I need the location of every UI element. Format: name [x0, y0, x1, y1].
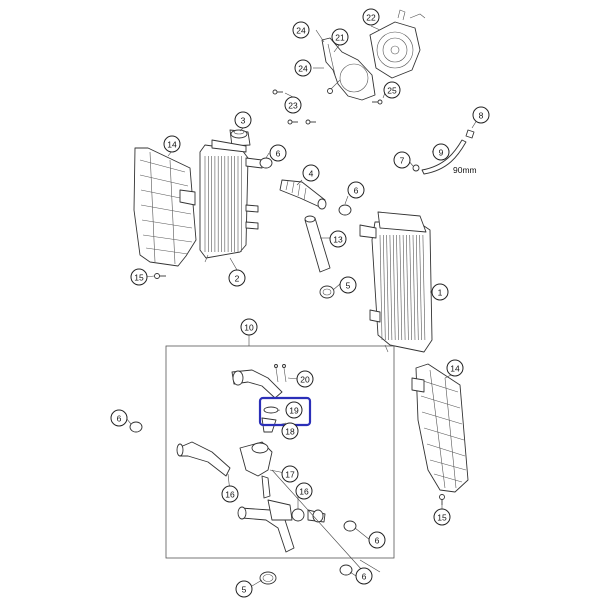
callout-label: 7 [400, 156, 405, 166]
left-radiator-guard-part [133, 147, 197, 267]
callout-label: 6 [362, 572, 367, 582]
callout-label: 14 [167, 140, 177, 150]
callout-c9: 9 [432, 143, 450, 161]
o-ring-part [263, 406, 279, 414]
screws-part [272, 89, 383, 125]
callout-label: 1 [438, 288, 443, 298]
callout-c15a: 15 [130, 268, 148, 286]
callout-c7: 7 [393, 151, 411, 169]
callout-c6d: 6 [368, 531, 386, 549]
callout-c6a: 6 [269, 144, 287, 162]
callout-label: 9 [439, 148, 444, 158]
callout-c5a: 5 [339, 276, 357, 294]
callout-label: 21 [335, 33, 345, 43]
hose-connector-part [279, 179, 327, 210]
callout-c3: 3 [234, 111, 252, 129]
callout-c24b: 24 [294, 59, 312, 77]
callout-label: 8 [479, 111, 484, 121]
callout-c18: 18 [281, 422, 299, 440]
callout-c16b: 16 [295, 482, 313, 500]
callout-label: 17 [285, 470, 295, 480]
right-radiator-guard-part [411, 363, 469, 493]
callout-c6c: 6 [110, 409, 128, 427]
right-radiator-part [359, 211, 433, 353]
callout-c8: 8 [472, 106, 490, 124]
callout-label: 23 [288, 101, 298, 111]
callout-label: 6 [354, 186, 359, 196]
callout-label: 15 [437, 513, 447, 523]
callout-label: 5 [346, 281, 351, 291]
callout-label: 24 [298, 64, 308, 74]
guard-screw-right-part [439, 494, 445, 505]
callout-label: 18 [285, 427, 295, 437]
callout-c20: 20 [296, 370, 314, 388]
callout-c24a: 24 [292, 21, 310, 39]
callout-c1: 1 [431, 283, 449, 301]
fan-shroud-part [321, 37, 376, 101]
callout-label: 24 [296, 26, 306, 36]
radiator-cap-part [230, 129, 248, 139]
callout-c4: 4 [302, 164, 320, 182]
hose-length-note: 90mm [453, 165, 477, 175]
outer-clamps-part [129, 421, 357, 585]
callout-label: 16 [225, 490, 235, 500]
callout-label: 13 [333, 235, 343, 245]
callout-c10: 10 [240, 318, 258, 336]
left-radiator-part [199, 129, 263, 263]
callout-label: 6 [375, 536, 380, 546]
callout-label: 4 [309, 169, 314, 179]
callout-label: 22 [366, 13, 376, 23]
callout-c14a: 14 [163, 135, 181, 153]
callout-label: 14 [450, 364, 460, 374]
callout-label: 6 [117, 414, 122, 424]
callout-c19: 19 [285, 401, 303, 419]
callout-c6e: 6 [355, 567, 373, 585]
callout-label: 19 [289, 406, 299, 416]
callout-label: 25 [387, 86, 397, 96]
callout-c15b: 15 [433, 508, 451, 526]
callout-label: 5 [242, 585, 247, 595]
hose-kit-frame [165, 345, 395, 559]
callout-c25: 25 [383, 81, 401, 99]
callout-label: 10 [244, 323, 254, 333]
callout-label: 2 [235, 274, 240, 284]
radiator-hose-part [304, 215, 331, 273]
callout-c14b: 14 [446, 359, 464, 377]
callout-c16a: 16 [221, 485, 239, 503]
cooling-fan-part [369, 9, 426, 79]
callout-c17: 17 [281, 465, 299, 483]
callout-label: 15 [134, 273, 144, 283]
callout-label: 16 [299, 487, 309, 497]
callout-c21: 21 [331, 28, 349, 46]
hose-clamp-part [259, 157, 352, 299]
guard-screw-left-part [154, 273, 166, 279]
callout-c13: 13 [329, 230, 347, 248]
callout-c5b: 5 [235, 580, 253, 598]
callout-label: 20 [300, 375, 310, 385]
breather-hose-part [412, 129, 475, 175]
callout-c23: 23 [284, 96, 302, 114]
callout-label: 3 [241, 116, 246, 126]
callout-c6b: 6 [347, 181, 365, 199]
hose-kit-parts [176, 364, 326, 553]
callout-label: 6 [276, 149, 281, 159]
callout-c2: 2 [228, 269, 246, 287]
callout-c22: 22 [362, 8, 380, 26]
